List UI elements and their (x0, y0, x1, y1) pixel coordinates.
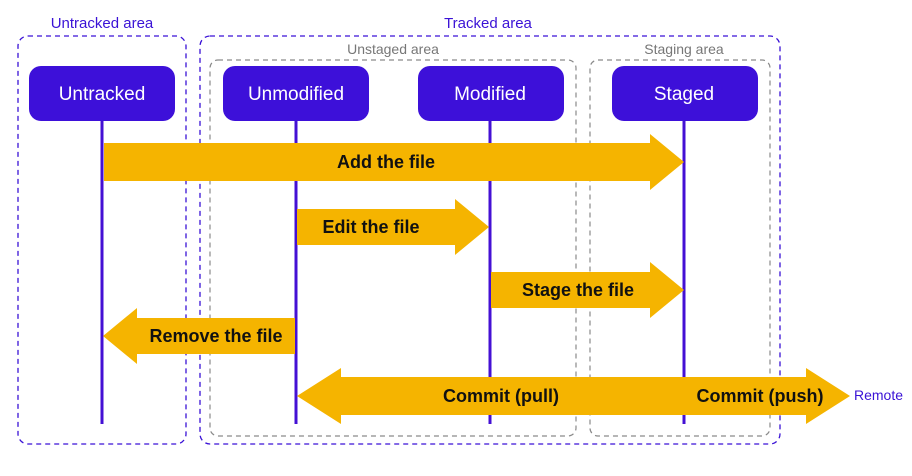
unstaged-area-box (209, 59, 577, 437)
state-label: Staged (654, 84, 714, 105)
tracked-area-title: Tracked area (444, 15, 532, 32)
state-staged: Staged (612, 66, 758, 121)
add-file-arrow: Add the file (104, 134, 684, 190)
arrow-label: Stage the file (522, 280, 634, 300)
commit-push-label: Commit (push) (697, 386, 824, 406)
commit-pull-label: Commit (pull) (443, 386, 559, 406)
commit-arrow: Commit (pull) Commit (push) (297, 368, 850, 424)
arrow-shape (103, 308, 295, 364)
remove-file-arrow: Remove the file (103, 308, 295, 364)
state-label: Unmodified (248, 84, 344, 105)
arrow-shape (297, 368, 850, 424)
state-untracked: Untracked (29, 66, 175, 121)
state-box (29, 66, 175, 121)
edit-file-arrow: Edit the file (297, 199, 489, 255)
untracked-area-title: Untracked area (51, 15, 154, 32)
remote-label: Remote (854, 387, 903, 403)
arrow-label: Remove the file (149, 326, 282, 346)
unstaged-area-title: Unstaged area (347, 41, 439, 57)
staging-area-box (589, 59, 771, 437)
staging-area-title: Staging area (644, 41, 724, 57)
tracked-area-box (199, 35, 781, 445)
state-label: Untracked (59, 84, 146, 105)
arrow-label: Edit the file (322, 217, 419, 237)
state-unmodified: Unmodified (223, 66, 369, 121)
untracked-area-box (17, 35, 187, 445)
arrow-shape (491, 262, 684, 318)
arrow-shape (104, 134, 684, 190)
state-box (418, 66, 564, 121)
state-label: Modified (454, 84, 526, 105)
stage-file-arrow: Stage the file (491, 262, 684, 318)
state-box (223, 66, 369, 121)
arrow-label: Add the file (337, 152, 435, 172)
state-box (612, 66, 758, 121)
arrow-shape (297, 199, 489, 255)
state-modified: Modified (418, 66, 564, 121)
